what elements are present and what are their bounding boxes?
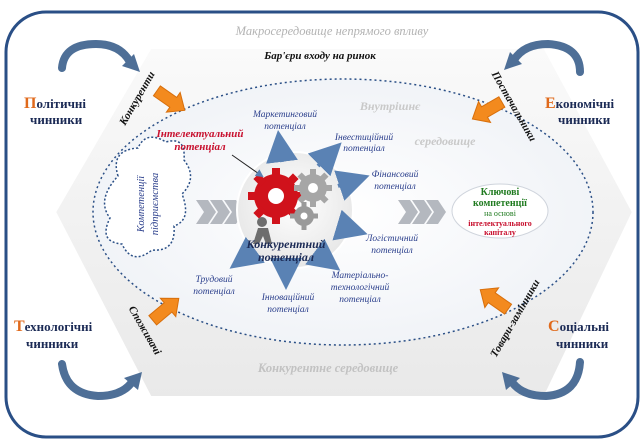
material-arrow-icon (305, 238, 341, 271)
economic-initial: Е (545, 95, 556, 112)
marketing-potential-line2: потенціал (264, 122, 306, 132)
person-figure-icon (253, 217, 272, 244)
intellectual-pointer (231, 154, 264, 178)
technological-initial: Т (14, 318, 25, 335)
marketing-potential-line1: Маркетинговий (252, 109, 317, 120)
investment-arrow-icon (307, 142, 342, 177)
logistic-potential-line2: потенціал (371, 246, 413, 256)
top-right-rotate-arrow-icon (504, 39, 584, 76)
political-factors-line2: чинники (30, 112, 83, 127)
financial-potential-line1: Фінансовий (372, 169, 419, 180)
right-chevrons-icon (398, 200, 446, 224)
economic-factors-line2: чинники (558, 112, 611, 127)
social-initial: С (548, 318, 560, 335)
key-competencies-oval (451, 183, 549, 239)
labor-potential-line1: Трудовий (195, 274, 232, 285)
cloud-text-2: підприємства (150, 173, 161, 236)
political-rest: олітичні (36, 96, 86, 111)
social-rest: оціальні (560, 319, 610, 334)
financial-arrow-icon (334, 170, 370, 201)
bottom-left-rotate-arrow-icon (58, 360, 142, 401)
substitutes-arrow-icon (479, 287, 513, 315)
social-factors-label: Соціальні (548, 318, 609, 335)
economic-factors-label: Економічні (545, 95, 615, 112)
competencies-cloud: Компетенції підприємства (103, 136, 192, 258)
consumers-arrow-icon (148, 297, 180, 326)
material-potential-line1: Матеріально- (331, 271, 389, 281)
financial-potential-line2: потенціал (374, 182, 416, 192)
internal-environment-label-1: Внутрішнє (359, 99, 421, 113)
macro-environment-title: Макросередовище непрямого впливу (235, 24, 429, 38)
technological-factors-line2: чинники (26, 336, 79, 351)
competitive-environment-label: Конкурентне середовище (257, 361, 399, 375)
competitors-arrow-icon (152, 85, 186, 113)
bottom-right-rotate-arrow-icon (502, 358, 584, 401)
material-potential-line2: технологічний (331, 282, 390, 293)
barriers-label: Бар'єри входу на ринок (263, 50, 376, 62)
political-initial: П (24, 95, 37, 112)
internal-environment-label-2: середовище (415, 134, 477, 148)
innovation-potential-line1: Інноваційний (261, 292, 315, 303)
material-potential-line3: потенціал (339, 295, 381, 305)
investment-potential-line1: Інвестиційний (334, 132, 394, 143)
logistic-arrow-icon (332, 209, 368, 241)
key-competencies-capital-2: капіталу (484, 228, 516, 237)
labor-arrow-icon (229, 236, 265, 269)
top-left-rotate-arrow-icon (58, 39, 140, 72)
political-factors-label: Політичні (24, 95, 86, 112)
investment-potential-line2: потенціал (343, 144, 385, 154)
key-competencies-title-2: компетенції (473, 198, 527, 209)
competitive-potential-line1: Конкурентний (246, 237, 326, 251)
competitive-potential-line2: потенціал (258, 250, 314, 264)
key-competencies-capital-1: інтелектуального (468, 219, 532, 228)
suppliers-arrow-icon (471, 96, 506, 124)
marketing-arrow-icon (266, 130, 298, 164)
radial-arrows (229, 130, 370, 290)
key-competencies-basis: на основі (484, 209, 517, 218)
economic-rest: кономічні (556, 96, 615, 111)
cloud-text-1: Компетенції (136, 175, 147, 234)
innovation-potential-line2: потенціал (267, 305, 309, 315)
logistic-potential-line1: Логістичний (365, 233, 418, 244)
technological-rest: ехнологічні (25, 319, 93, 334)
labor-potential-line2: потенціал (193, 287, 235, 297)
gears-icon (248, 168, 332, 244)
intellectual-potential-line2: потенціал (174, 141, 226, 153)
intellectual-potential-line1: Інтелектуальний (155, 128, 243, 140)
technological-factors-label: Технологічні (14, 318, 93, 335)
social-factors-line2: чинники (556, 336, 609, 351)
potentials-group: Маркетинговий потенціал Інвестиційний по… (193, 109, 418, 315)
key-competencies-title-1: Ключові (481, 187, 520, 198)
